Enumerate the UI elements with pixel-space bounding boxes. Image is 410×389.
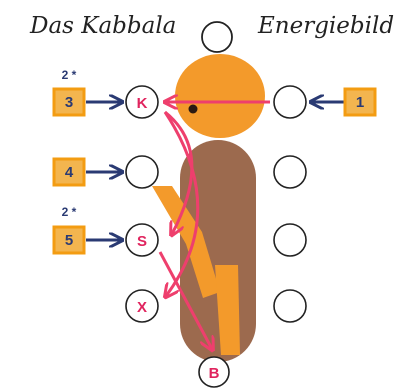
circle-right-4 <box>273 289 307 323</box>
circle-k <box>125 85 159 119</box>
box-5 <box>52 225 86 255</box>
circle-k-label: K <box>137 95 148 112</box>
circle-b <box>198 356 230 388</box>
figure-leg <box>215 265 240 355</box>
circle-x-label: X <box>137 299 147 316</box>
figure-head <box>175 54 265 138</box>
title-right: Energiebild <box>257 13 394 39</box>
pink-arrow-k-to-x <box>165 111 200 296</box>
box-3-label: 3 <box>65 94 73 111</box>
pink-arrow-s-to-b <box>158 251 212 349</box>
circle-right-2 <box>273 155 307 189</box>
title-left: Das Kabbala <box>29 13 176 39</box>
title-circle <box>201 21 233 53</box>
box-5-mark: 2 * <box>62 205 77 219</box>
figure-arm <box>152 186 220 298</box>
circle-s <box>125 223 159 257</box>
box-4 <box>52 157 86 187</box>
circle-s-label: S <box>137 233 147 250</box>
box-1-label: 1 <box>356 94 364 111</box>
circle-right-1 <box>273 85 307 119</box>
box-3-mark: 2 * <box>62 68 77 82</box>
box-3 <box>52 87 86 117</box>
circle-left-2 <box>125 155 159 189</box>
figure-eye <box>188 104 198 114</box>
box-4-label: 4 <box>65 164 74 181</box>
box-5-label: 5 <box>65 232 73 249</box>
circle-x <box>125 289 159 323</box>
circle-b-label: B <box>209 365 220 382</box>
box-1 <box>343 87 377 117</box>
circle-right-3 <box>273 223 307 257</box>
